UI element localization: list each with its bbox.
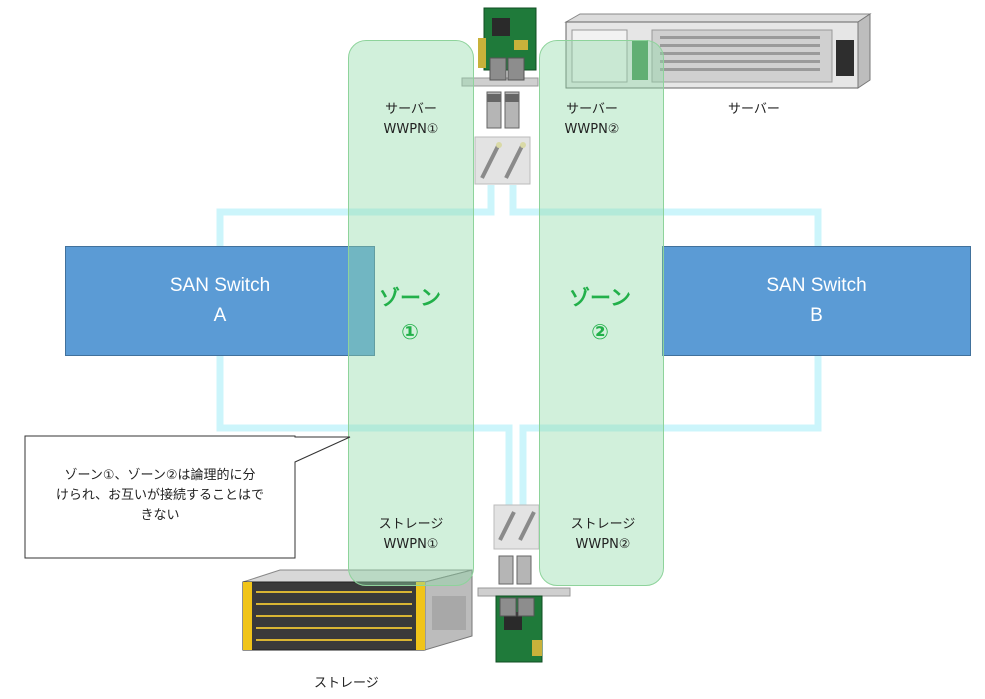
server-wwpn-2: サーバー WWPN② <box>537 100 647 140</box>
rack-server <box>564 13 872 89</box>
zone-2 <box>539 40 664 586</box>
callout-line-2: けられ、お互いが接続することはで <box>55 488 265 503</box>
storage-wwpn-2: ストレージ WWPN② <box>548 515 658 555</box>
zone-1-title: ゾーン <box>379 286 441 310</box>
switch-a-label: SAN Switch <box>169 275 271 296</box>
server-caption: サーバー <box>728 102 780 117</box>
zone-2-title: ゾーン <box>569 286 631 310</box>
cable-switch-a-to-storage <box>216 354 513 505</box>
storage-array <box>242 569 473 651</box>
storage-hba-card <box>477 587 571 663</box>
switch-b-label: SAN Switch <box>766 275 867 296</box>
san-switch-b: SAN Switch B <box>662 246 971 356</box>
storage-wwpn-1: ストレージ WWPN① <box>356 515 466 555</box>
switch-b-id: B <box>810 305 823 326</box>
zone-1-number: ① <box>401 320 419 344</box>
server-wwpn-1-id: WWPN① <box>383 122 439 137</box>
storage-wwpn-1-id: WWPN① <box>383 537 439 552</box>
san-switch-a: SAN Switch A <box>65 246 375 356</box>
zone-1-label: ゾーン ① <box>360 281 460 349</box>
fc-cables <box>216 185 822 505</box>
server-sfp-modules <box>486 91 520 129</box>
zone-2-label: ゾーン ② <box>550 281 650 349</box>
server-wwpn-1: サーバー WWPN① <box>356 100 466 140</box>
cable-server-to-switch-b <box>509 185 822 246</box>
zone-1 <box>348 40 474 586</box>
callout-line-1: ゾーン①、ゾーン②は論理的に分 <box>64 468 256 483</box>
callout-line-3: きない <box>140 508 180 523</box>
callout-note: ゾーン①、ゾーン②は論理的に分 けられ、お互いが接続することはで きない <box>28 466 292 526</box>
server-wwpn-1-title: サーバー <box>385 102 437 117</box>
server-connectors <box>474 136 531 185</box>
storage-wwpn-2-title: ストレージ <box>570 517 636 532</box>
server-wwpn-2-id: WWPN② <box>564 122 620 137</box>
server-wwpn-2-title: サーバー <box>566 102 618 117</box>
storage-connectors <box>493 504 540 550</box>
zone-2-number: ② <box>591 320 609 344</box>
server-hba-card <box>461 7 539 87</box>
cable-switch-b-to-storage <box>519 354 822 505</box>
switch-a-id: A <box>213 305 227 326</box>
cable-server-to-switch-a <box>216 185 495 246</box>
storage-caption: ストレージ <box>314 676 379 691</box>
storage-wwpn-2-id: WWPN② <box>575 537 631 552</box>
storage-wwpn-1-title: ストレージ <box>378 517 444 532</box>
storage-sfp-modules <box>498 555 532 585</box>
